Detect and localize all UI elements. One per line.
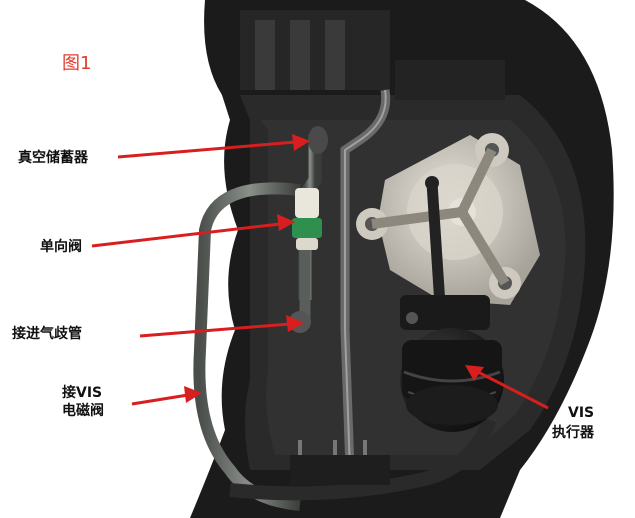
annotation-arrows: [91, 134, 549, 410]
label-check-valve: 单向阀: [40, 239, 82, 255]
label-vis-solenoid-line1: 接VIS: [62, 385, 103, 401]
label-vis-solenoid-line2: 电磁阀: [62, 403, 104, 419]
label-vis-actuator-line2: 执行器: [552, 425, 594, 441]
label-intake-manifold: 接进气歧管: [12, 326, 82, 342]
figure-label: 图1: [62, 53, 92, 74]
label-vacuum-reservoir: 真空储蓄器: [18, 150, 88, 166]
label-vis-actuator-line1: VIS: [568, 405, 595, 421]
